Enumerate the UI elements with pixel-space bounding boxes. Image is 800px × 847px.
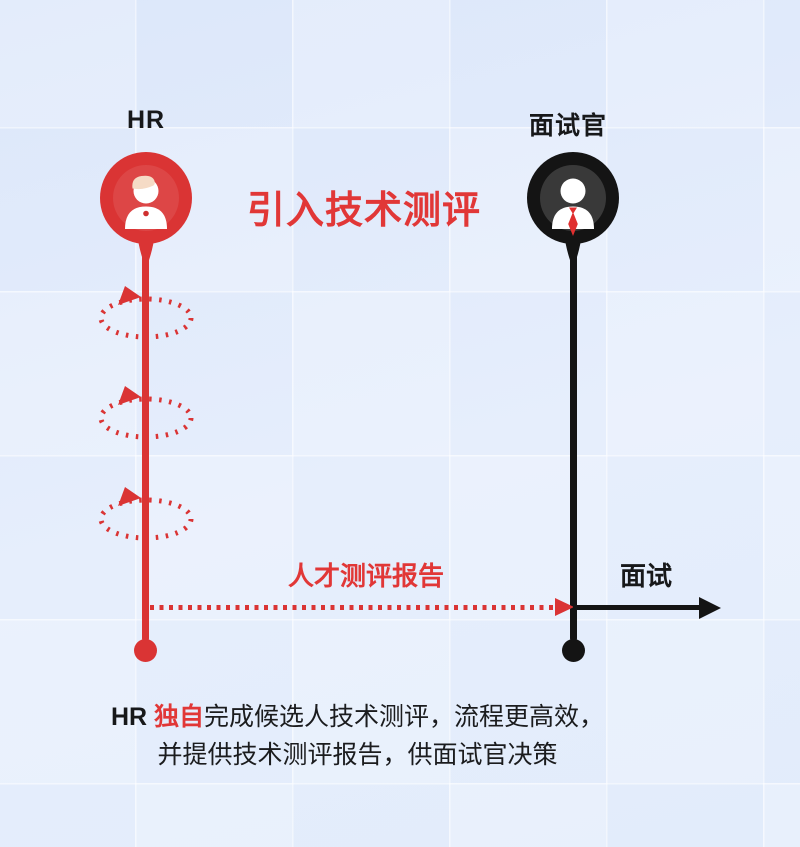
loop-arrow-icon-2 [91, 385, 201, 441]
lane-label-interviewer: 面试官 [528, 112, 607, 140]
caption-line-1: HR 独自完成候选人技术测评，流程更高效， [60, 698, 655, 736]
caption: HR 独自完成候选人技术测评，流程更高效， 并提供技术测评报告，供面试官决策 [60, 698, 655, 774]
report-message-label: 人才测评报告 [287, 561, 444, 591]
report-arrowhead-icon [555, 598, 574, 616]
hr-lifeline [142, 246, 149, 642]
person-female-icon [100, 152, 192, 268]
diagram-title: 引入技术测评 [246, 190, 481, 232]
caption-hr-text: HR [110, 703, 155, 731]
hr-avatar [96, 151, 196, 273]
interview-arrow-line [573, 605, 700, 610]
interviewer-lifeline-end-dot [562, 639, 585, 662]
caption-line-2: 并提供技术测评报告，供面试官决策 [157, 741, 558, 769]
caption-highlight-text: 独自 [154, 703, 205, 731]
hr-lifeline-end-dot [134, 639, 157, 662]
interview-arrowhead-icon [699, 596, 721, 619]
interview-arrow-label: 面试 [619, 561, 672, 591]
loop-arrow-icon-3 [91, 486, 201, 542]
interviewer-lifeline [570, 246, 577, 642]
report-message-dotted-line [150, 605, 555, 610]
loop-arrow-icon-1 [91, 285, 201, 341]
caption-line1-rest: 完成候选人技术测评，流程更高效， [204, 703, 605, 731]
lane-label-hr: HR [126, 106, 166, 134]
